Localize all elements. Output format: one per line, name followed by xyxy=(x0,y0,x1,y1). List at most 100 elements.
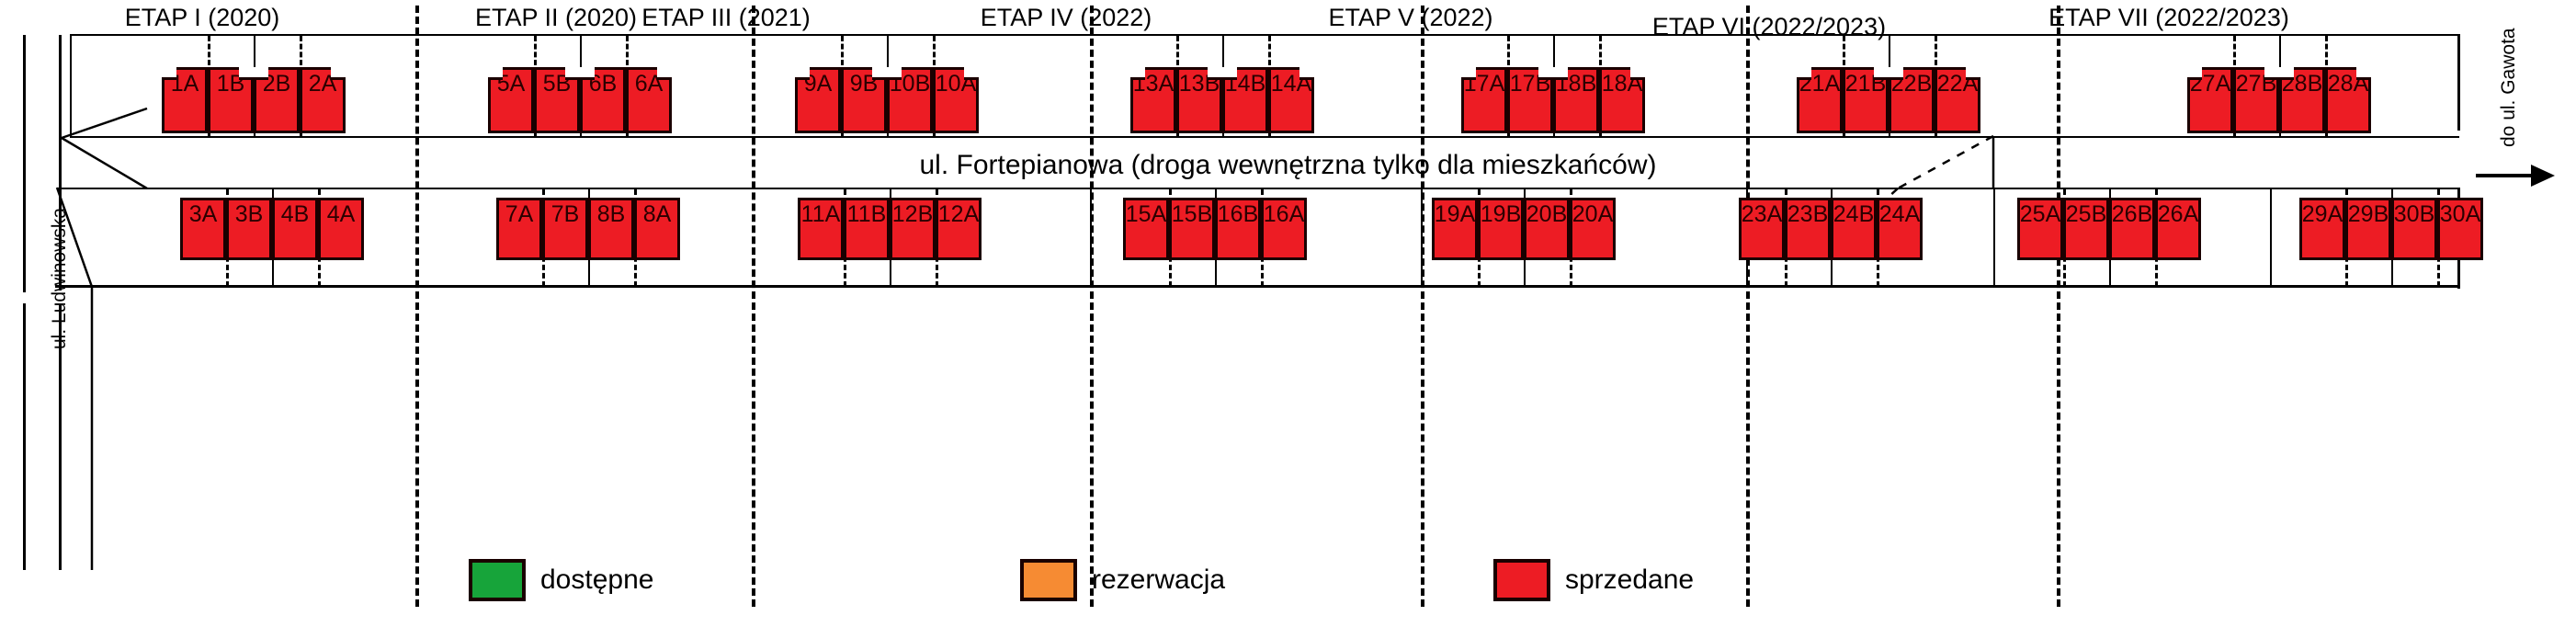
unit-13a[interactable]: 13A xyxy=(1130,67,1176,133)
phase-header-vi: ETAP VI (2022/2023) xyxy=(1651,13,1887,40)
roof-notch-left xyxy=(488,67,503,80)
phase-separator-2 xyxy=(1090,6,1094,607)
unit-14b[interactable]: 14B xyxy=(1222,67,1268,133)
unit-25a[interactable]: 25A xyxy=(2017,198,2063,260)
unit-24a[interactable]: 24A xyxy=(1877,198,1923,260)
unit-label: 15B xyxy=(1171,201,1213,227)
unit-28a[interactable]: 28A xyxy=(2325,67,2371,133)
unit-label: 3A xyxy=(188,201,218,227)
unit-label: 4B xyxy=(280,201,310,227)
roof-notch-inner-left xyxy=(1538,67,1553,80)
unit-26b[interactable]: 26B xyxy=(2109,198,2155,260)
roof-notch-right xyxy=(657,67,672,80)
direction-arrow-shaft xyxy=(2476,174,2533,177)
unit-1b[interactable]: 1B xyxy=(208,67,254,133)
unit-30b[interactable]: 30B xyxy=(2391,198,2437,260)
unit-20a[interactable]: 20A xyxy=(1570,198,1616,260)
unit-23a[interactable]: 23A xyxy=(1739,198,1785,260)
unit-2a[interactable]: 2A xyxy=(300,67,346,133)
unit-15a[interactable]: 15A xyxy=(1123,198,1169,260)
unit-4a[interactable]: 4A xyxy=(318,198,364,260)
unit-18b[interactable]: 18B xyxy=(1553,67,1599,133)
unit-11a[interactable]: 11A xyxy=(798,198,844,260)
unit-12a[interactable]: 12A xyxy=(936,198,982,260)
unit-11b[interactable]: 11B xyxy=(844,198,890,260)
unit-16b[interactable]: 16B xyxy=(1215,198,1261,260)
unit-9b[interactable]: 9B xyxy=(841,67,887,133)
unit-19a[interactable]: 19A xyxy=(1432,198,1478,260)
unit-21b[interactable]: 21B xyxy=(1843,67,1889,133)
unit-9a[interactable]: 9A xyxy=(795,67,841,133)
unit-30a[interactable]: 30A xyxy=(2437,198,2483,260)
unit-18a[interactable]: 18A xyxy=(1599,67,1645,133)
unit-label: 4A xyxy=(326,201,356,227)
roof-notch-right xyxy=(964,67,979,80)
unit-22b[interactable]: 22B xyxy=(1889,67,1935,133)
unit-label: 11A xyxy=(800,201,841,227)
unit-17b[interactable]: 17B xyxy=(1507,67,1553,133)
roof-notch-inner-right xyxy=(1553,67,1568,80)
unit-22a[interactable]: 22A xyxy=(1935,67,1980,133)
unit-3b[interactable]: 3B xyxy=(226,198,272,260)
unit-4b[interactable]: 4B xyxy=(272,198,318,260)
unit-25b[interactable]: 25B xyxy=(2063,198,2109,260)
unit-28b[interactable]: 28B xyxy=(2279,67,2325,133)
unit-26a[interactable]: 26A xyxy=(2155,198,2201,260)
unit-1a[interactable]: 1A xyxy=(162,67,208,133)
unit-23b[interactable]: 23B xyxy=(1785,198,1831,260)
unit-label: 12B xyxy=(891,201,934,227)
unit-6b[interactable]: 6B xyxy=(580,67,626,133)
unit-3a[interactable]: 3A xyxy=(180,198,226,260)
unit-13b[interactable]: 13B xyxy=(1176,67,1222,133)
phase-separator-5 xyxy=(2057,6,2060,607)
legend-item-available: dostępne xyxy=(469,559,653,601)
roof-notch-inner-left xyxy=(1874,67,1889,80)
unit-label: 20A xyxy=(1572,201,1614,227)
road-top-edge xyxy=(70,136,2459,138)
unit-label: 3B xyxy=(234,201,264,227)
unit-12b[interactable]: 12B xyxy=(890,198,936,260)
unit-5b[interactable]: 5B xyxy=(534,67,580,133)
roof-notch-left xyxy=(162,67,176,80)
unit-19b[interactable]: 19B xyxy=(1478,198,1524,260)
phase-header-ii: ETAP II (2020) xyxy=(474,4,638,31)
unit-8b[interactable]: 8B xyxy=(588,198,634,260)
unit-6a[interactable]: 6A xyxy=(626,67,672,133)
ludwinowska-right-edge xyxy=(59,35,62,291)
unit-15b[interactable]: 15B xyxy=(1169,198,1215,260)
unit-27a[interactable]: 27A xyxy=(2187,67,2233,133)
roof-notch-inner-left xyxy=(1208,67,1222,80)
unit-label: 7A xyxy=(505,201,534,227)
phase-separator-0 xyxy=(415,6,419,607)
unit-label: 19A xyxy=(1434,201,1476,227)
unit-21a[interactable]: 21A xyxy=(1797,67,1843,133)
unit-label: 15A xyxy=(1125,201,1167,227)
unit-5a[interactable]: 5A xyxy=(488,67,534,133)
unit-17a[interactable]: 17A xyxy=(1461,67,1507,133)
top-boundary-line xyxy=(70,34,2459,36)
unit-29a[interactable]: 29A xyxy=(2299,198,2345,260)
unit-7a[interactable]: 7A xyxy=(496,198,542,260)
unit-27b[interactable]: 27B xyxy=(2233,67,2279,133)
unit-20b[interactable]: 20B xyxy=(1524,198,1570,260)
unit-10b[interactable]: 10B xyxy=(887,67,933,133)
unit-10a[interactable]: 10A xyxy=(933,67,979,133)
unit-7b[interactable]: 7B xyxy=(542,198,588,260)
roof-notch-inner-right xyxy=(254,67,268,80)
unit-2b[interactable]: 2B xyxy=(254,67,300,133)
unit-label: 30B xyxy=(2393,201,2435,227)
unit-29b[interactable]: 29B xyxy=(2345,198,2391,260)
unit-16a[interactable]: 16A xyxy=(1261,198,1307,260)
unit-8a[interactable]: 8A xyxy=(634,198,680,260)
ludwinowska-street-label: ul. Ludwinowska xyxy=(49,207,70,349)
unit-24b[interactable]: 24B xyxy=(1831,198,1877,260)
roof-notch-inner-right xyxy=(580,67,595,80)
unit-14a[interactable]: 14A xyxy=(1268,67,1314,133)
